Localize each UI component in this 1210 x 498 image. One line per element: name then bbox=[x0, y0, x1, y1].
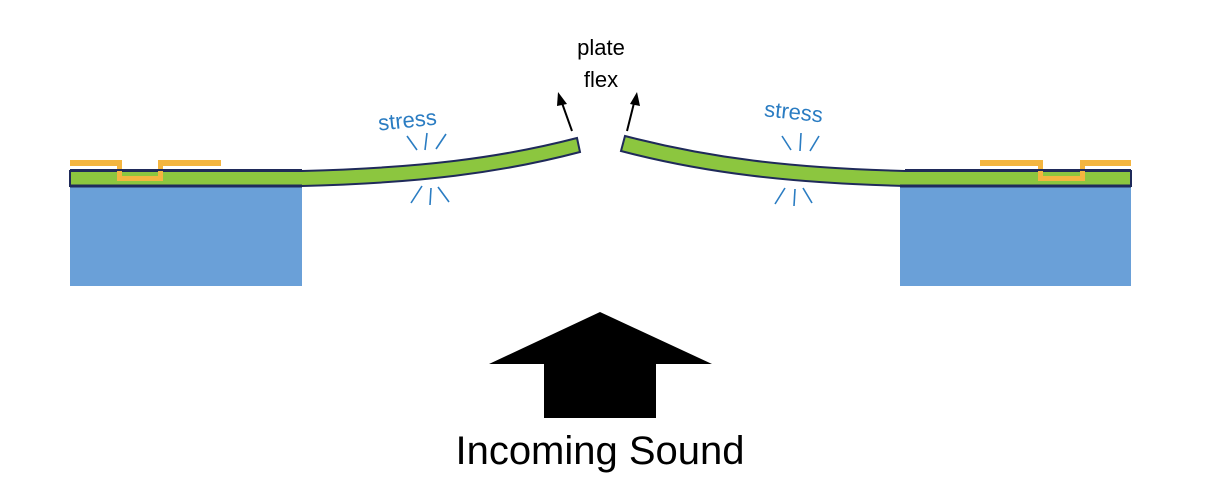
left-plate-body bbox=[69, 136, 582, 187]
plate-flex-label-line2: flex bbox=[584, 67, 618, 92]
plate-flex-arrow-right bbox=[626, 92, 640, 132]
substrate-right bbox=[900, 186, 1131, 286]
right-plate-body bbox=[619, 134, 1132, 187]
stress-label-left: stress bbox=[377, 105, 438, 136]
left-plate bbox=[69, 136, 582, 188]
left-electrode bbox=[70, 160, 221, 181]
incoming-sound-arrow bbox=[489, 312, 712, 418]
right-electrode bbox=[980, 160, 1131, 181]
stress-marks-right-top bbox=[781, 132, 820, 152]
substrate-left bbox=[70, 186, 302, 286]
stress-marks-right-bottom bbox=[774, 187, 813, 207]
plate-flex-label-line1: plate bbox=[577, 35, 625, 60]
right-plate bbox=[619, 134, 1132, 188]
stress-label-right: stress bbox=[763, 96, 824, 127]
stress-marks-left-bottom bbox=[410, 185, 450, 206]
stress-marks-left-top bbox=[406, 132, 447, 151]
plate-flex-arrow-left bbox=[557, 92, 573, 132]
incoming-sound-label: Incoming Sound bbox=[455, 429, 744, 473]
